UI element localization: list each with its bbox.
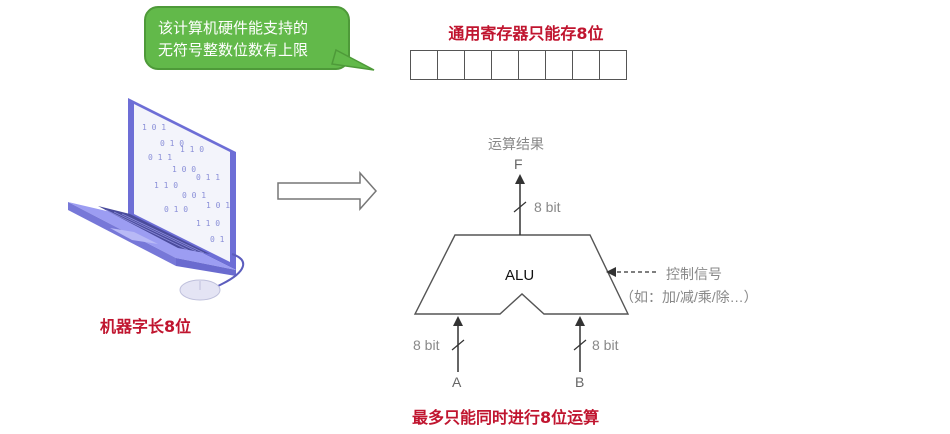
svg-text:1 0 1: 1 0 1 (142, 123, 166, 132)
bubble-tail-icon (331, 48, 375, 71)
output-bus-tick (513, 201, 527, 213)
input-a-bits: 8 bit (413, 337, 440, 353)
input-a-bus-tick (451, 339, 465, 351)
svg-text:0 1 1: 0 1 1 (148, 153, 172, 162)
alu-label: ALU (505, 267, 535, 284)
output-name: F (514, 156, 523, 172)
svg-text:1 1 0: 1 1 0 (154, 181, 178, 190)
register-title: 通用寄存器只能存8位 (448, 24, 604, 43)
svg-text:0 1 0: 0 1 0 (164, 205, 188, 214)
input-a-name: A (452, 374, 462, 390)
right-arrow-icon (277, 171, 378, 211)
control-detail: （如：加/减/乘/除…） (620, 289, 758, 305)
laptop-caption: 机器字长8位 (100, 317, 192, 336)
alu-caption: 最多只能同时进行8位运算 (412, 408, 600, 427)
svg-text:1 0 0: 1 0 0 (172, 165, 196, 174)
input-b-bus-tick (573, 339, 587, 351)
control-label: 控制信号 (666, 266, 722, 282)
register-bit-cell (599, 50, 627, 80)
svg-text:0 1: 0 1 (210, 235, 225, 244)
svg-text:0 1 1: 0 1 1 (196, 173, 220, 182)
input-b-name: B (575, 374, 585, 390)
bubble-line-2: 无符号整数位数有上限 (158, 41, 309, 59)
svg-text:0 1 0: 0 1 0 (160, 139, 184, 148)
svg-text:1 1 0: 1 1 0 (180, 145, 204, 154)
bubble-line-1: 该计算机硬件能支持的 (158, 19, 309, 37)
laptop-icon: 1 0 10 1 0 1 1 00 1 1 1 0 00 1 1 1 1 00 … (68, 98, 245, 301)
output-bits: 8 bit (534, 199, 561, 215)
input-b-bits: 8 bit (592, 337, 619, 353)
result-label: 运算结果 (488, 136, 544, 152)
speech-bubble: 该计算机硬件能支持的 无符号整数位数有上限 (144, 6, 350, 70)
svg-text:1 1 0: 1 1 0 (196, 219, 220, 228)
alu-unit-shape (413, 234, 630, 315)
svg-text:0 0 1: 0 0 1 (182, 191, 206, 200)
register-cells (410, 50, 627, 80)
svg-text:1 0 1: 1 0 1 (206, 201, 230, 210)
